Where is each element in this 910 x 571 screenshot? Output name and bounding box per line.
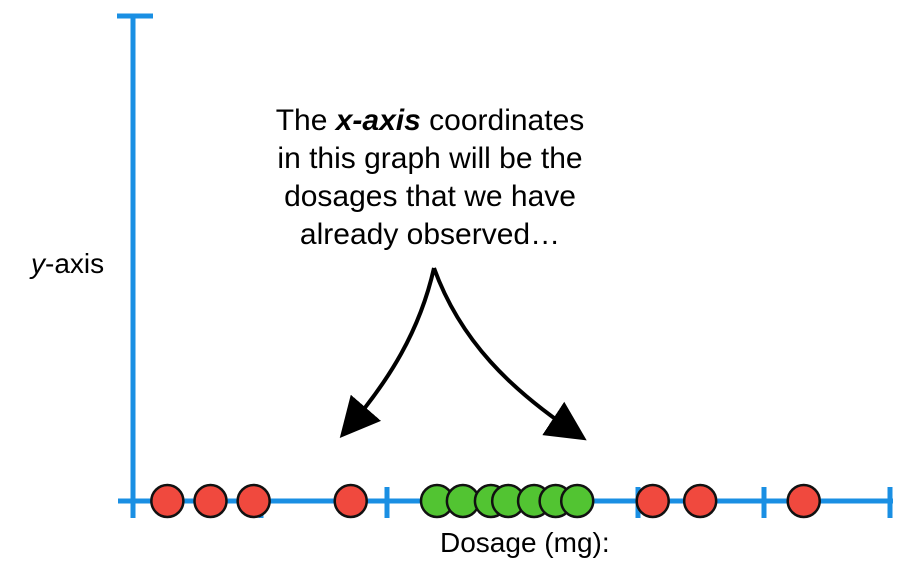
observation-not-effective-dot bbox=[150, 483, 185, 519]
annotation-line-1-pre: The bbox=[276, 104, 336, 137]
observation-not-effective-dot bbox=[193, 483, 228, 519]
observation-not-effective-dot bbox=[786, 483, 821, 519]
observation-not-effective-dot bbox=[635, 483, 670, 519]
observation-not-effective-dot bbox=[682, 483, 718, 519]
right-arrow bbox=[432, 267, 587, 441]
y-axis-label: y-axis bbox=[29, 248, 104, 279]
annotation-line-2: in this graph will be the bbox=[277, 142, 582, 175]
annotation-arrows bbox=[339, 267, 587, 441]
annotation-line-1-bold: x-axis bbox=[334, 104, 421, 137]
annotation-line-3: dosages that we have bbox=[284, 180, 576, 213]
left-arrow bbox=[339, 267, 436, 439]
annotation-text: The x-axis coordinates in this graph wil… bbox=[276, 104, 585, 251]
annotation-line-1-post: coordinates bbox=[421, 104, 584, 137]
y-axis bbox=[117, 13, 153, 518]
x-axis-label: Dosage (mg): bbox=[440, 527, 610, 558]
observation-not-effective-dot bbox=[333, 483, 368, 519]
y-axis-label-italic: y bbox=[29, 248, 47, 279]
observations bbox=[150, 483, 821, 519]
annotation-line-4: already observed… bbox=[300, 218, 560, 251]
observation-not-effective-dot bbox=[236, 483, 271, 519]
observation-effective-dot bbox=[559, 483, 595, 519]
y-axis-label-rest: -axis bbox=[45, 248, 104, 279]
annotation-line-1: The x-axis coordinates bbox=[276, 104, 585, 137]
